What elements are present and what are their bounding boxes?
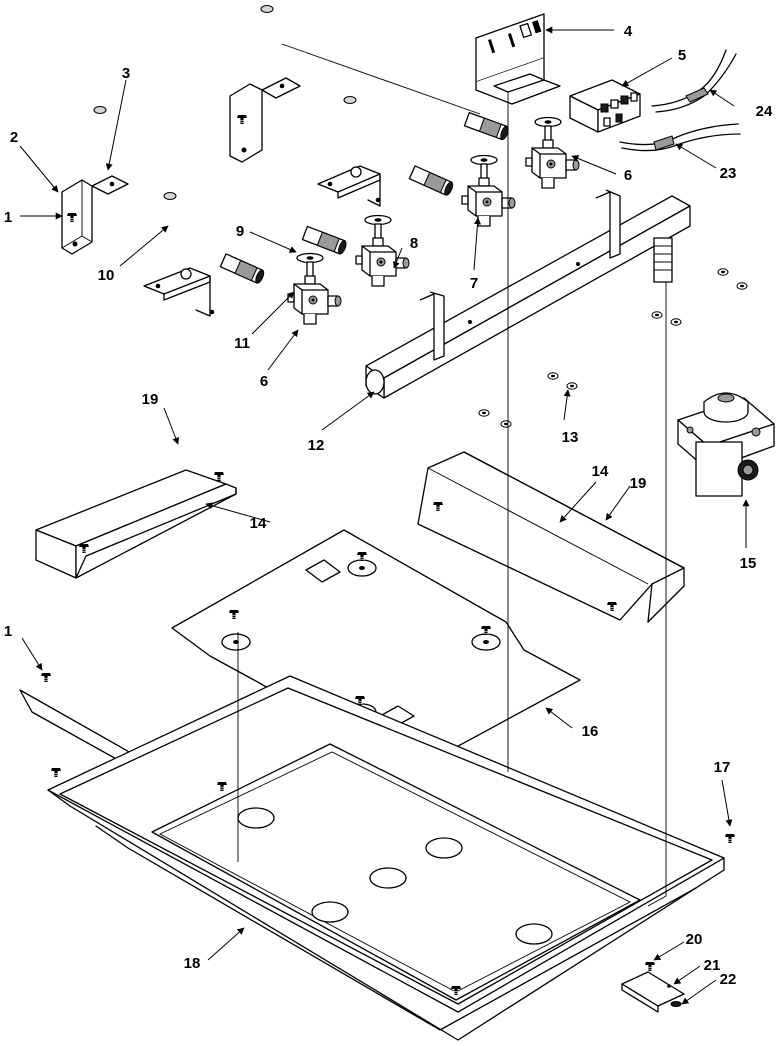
callout-22: 22 — [720, 971, 737, 988]
tube-bracket — [317, 165, 381, 207]
callout-10: 10 — [98, 267, 115, 284]
tube-bracket — [229, 77, 301, 163]
alignment-lines — [237, 92, 667, 907]
pressure-regulator — [677, 392, 775, 497]
callout-15: 15 — [740, 555, 757, 572]
ignition-module-bracket — [475, 13, 561, 105]
callout-9: 9 — [236, 223, 244, 240]
callout-19: 19 — [142, 391, 159, 408]
callout-labels: 1 1 2 3 4 5 6 6 7 8 9 10 11 12 13 14 14 … — [4, 23, 773, 988]
callout-20: 20 — [686, 931, 703, 948]
callout-4: 4 — [624, 23, 633, 40]
side-panel-left — [35, 469, 237, 579]
callout-24: 24 — [756, 103, 773, 120]
small-clip-parts — [621, 961, 685, 1013]
callout-5: 5 — [678, 47, 686, 64]
cooktop-base-pan — [47, 675, 736, 1041]
callout-2: 2 — [10, 129, 18, 146]
callout-16: 16 — [582, 723, 599, 740]
leader-lines — [19, 26, 750, 1005]
callout-17: 17 — [714, 759, 731, 776]
callout-3: 3 — [122, 65, 130, 82]
callout-11: 11 — [234, 335, 250, 352]
tube-bracket — [61, 175, 129, 255]
burner-valve-front-left — [287, 252, 342, 325]
burner-valve-rear-right — [525, 116, 580, 189]
callout-1: 1 — [4, 209, 12, 226]
callout-21: 21 — [704, 957, 721, 974]
spark-module — [569, 79, 641, 133]
callout-6: 6 — [260, 373, 268, 390]
callout-7: 7 — [470, 275, 478, 292]
callout-14: 14 — [250, 515, 267, 532]
ignition-wire-harness-23 — [619, 123, 741, 152]
callout-8: 8 — [410, 235, 418, 252]
callout-1: 1 — [4, 623, 12, 640]
callout-13: 13 — [562, 429, 579, 446]
burner-tube-rear-right — [260, 4, 509, 141]
burner-tube-front-left — [163, 190, 265, 284]
burner-tube-rear-left — [93, 104, 347, 255]
callout-6: 6 — [624, 167, 632, 184]
callout-14: 14 — [592, 463, 609, 480]
callout-19: 19 — [630, 475, 647, 492]
gas-manifold — [365, 189, 691, 399]
ignition-wire-harness-24 — [651, 49, 737, 113]
callout-18: 18 — [184, 955, 201, 972]
callout-23: 23 — [720, 165, 737, 182]
callout-12: 12 — [308, 437, 325, 454]
tube-bracket — [143, 267, 215, 317]
burner-tube-front-right — [343, 94, 454, 196]
burner-valve-front-right — [461, 154, 516, 227]
